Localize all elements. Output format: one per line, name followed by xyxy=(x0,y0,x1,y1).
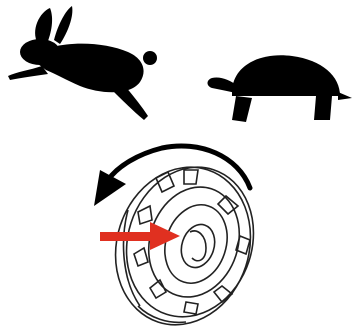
rotation-arrow-icon xyxy=(94,143,253,206)
rabbit-icon xyxy=(8,6,157,120)
pointer-arrow-icon xyxy=(100,222,180,250)
adjustment-dial-icon xyxy=(114,166,255,326)
turtle-icon xyxy=(207,55,352,122)
